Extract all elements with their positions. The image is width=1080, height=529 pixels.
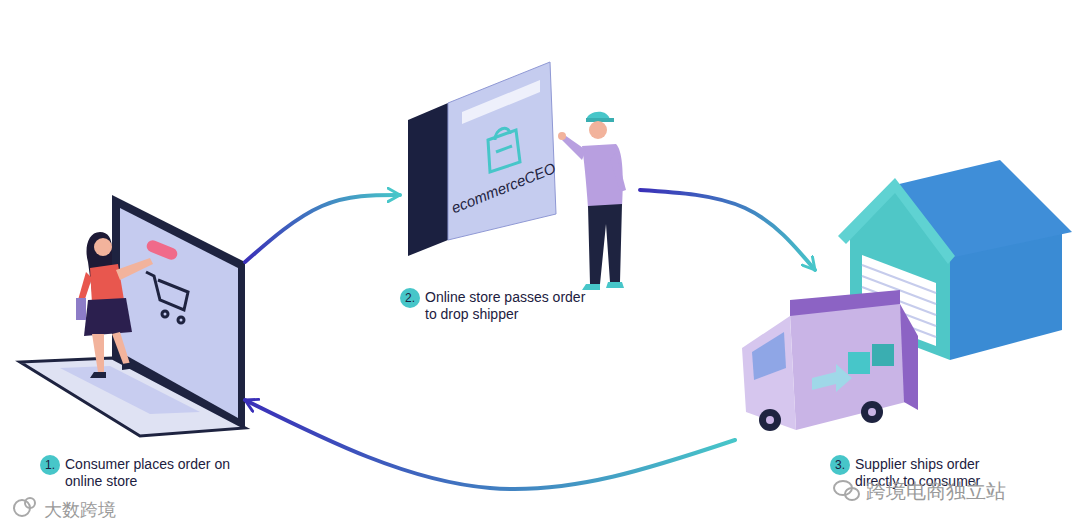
store-owner-figure bbox=[562, 136, 586, 160]
consumer-figure bbox=[76, 298, 86, 320]
step-group: 3.Supplier ships order directly to consu… bbox=[735, 270, 1070, 496]
store-owner-figure bbox=[558, 132, 566, 140]
delivery-van-illustration bbox=[790, 290, 900, 316]
warehouse-illustration bbox=[895, 160, 1072, 258]
flow-arrow bbox=[245, 400, 735, 489]
delivery-van-illustration bbox=[790, 302, 906, 430]
delivery-van-illustration bbox=[759, 409, 781, 431]
step-number: 2. bbox=[400, 288, 420, 308]
consumer-figure bbox=[112, 332, 130, 366]
store-owner-figure bbox=[588, 204, 622, 284]
laptop-illustration bbox=[112, 195, 245, 428]
watermark-logo bbox=[14, 481, 859, 516]
step-number: 1. bbox=[40, 455, 60, 475]
watermark-logo bbox=[25, 498, 35, 508]
consumer-figure bbox=[84, 298, 132, 336]
store-screen-illustration bbox=[488, 128, 520, 172]
delivery-van-illustration bbox=[752, 332, 786, 380]
step-group: 1.Consumer places order on online store bbox=[30, 190, 245, 496]
store-owner-figure bbox=[610, 152, 626, 192]
delivery-van-illustration bbox=[868, 408, 876, 416]
store-screen-illustration bbox=[448, 62, 556, 240]
delivery-van-illustration bbox=[872, 344, 894, 366]
step-number: 3. bbox=[830, 455, 850, 475]
laptop-illustration bbox=[20, 195, 245, 436]
step-caption: 2.Online store passes order to drop ship… bbox=[400, 288, 590, 323]
delivery-van-illustration bbox=[900, 304, 918, 410]
laptop-illustration bbox=[146, 272, 188, 323]
delivery-van-illustration bbox=[742, 316, 796, 430]
consumer-figure bbox=[122, 362, 136, 370]
store-screen-illustration bbox=[462, 80, 540, 124]
consumer-figure bbox=[116, 258, 153, 280]
watermark: 大数跨境 bbox=[44, 498, 116, 522]
delivery-van-illustration bbox=[848, 352, 870, 374]
store-screen-illustration bbox=[495, 128, 510, 140]
consumer-figure bbox=[76, 232, 153, 378]
consumer-figure bbox=[78, 272, 92, 302]
store-owner-figure bbox=[558, 112, 626, 290]
warehouse-illustration bbox=[862, 265, 936, 293]
delivery-van-illustration bbox=[812, 364, 852, 392]
watermark-logo bbox=[845, 488, 859, 500]
consumer-figure bbox=[94, 238, 112, 256]
store-screen-illustration bbox=[496, 146, 512, 152]
screen-logo-text: ecommerceCEO bbox=[449, 159, 558, 216]
watermark: 跨境电商独立站 bbox=[866, 478, 1006, 505]
store-owner-figure bbox=[589, 121, 607, 139]
laptop-illustration bbox=[120, 208, 238, 418]
laptop-illustration bbox=[162, 311, 168, 317]
delivery-van-illustration bbox=[861, 401, 883, 423]
store-screen-illustration bbox=[408, 103, 448, 256]
store-screen-illustration bbox=[408, 62, 556, 256]
delivery-van-illustration bbox=[766, 416, 774, 424]
step-caption: 1.Consumer places order on online store bbox=[40, 455, 230, 490]
warehouse-illustration bbox=[838, 178, 955, 264]
flow-arrow bbox=[245, 195, 400, 262]
consumer-figure bbox=[92, 334, 104, 372]
step-text: Online store passes order to drop shippe… bbox=[425, 288, 590, 323]
store-owner-figure bbox=[606, 282, 624, 288]
flow-arrow bbox=[640, 190, 815, 270]
delivery-van-illustration bbox=[742, 290, 918, 431]
laptop-illustration bbox=[178, 317, 184, 323]
step-text: Consumer places order on online store bbox=[65, 455, 230, 490]
store-screen-illustration bbox=[488, 130, 520, 172]
laptop-illustration bbox=[146, 272, 188, 310]
consumer-figure bbox=[90, 372, 106, 378]
step-group: 2.Online store passes order to drop ship… bbox=[400, 60, 640, 335]
